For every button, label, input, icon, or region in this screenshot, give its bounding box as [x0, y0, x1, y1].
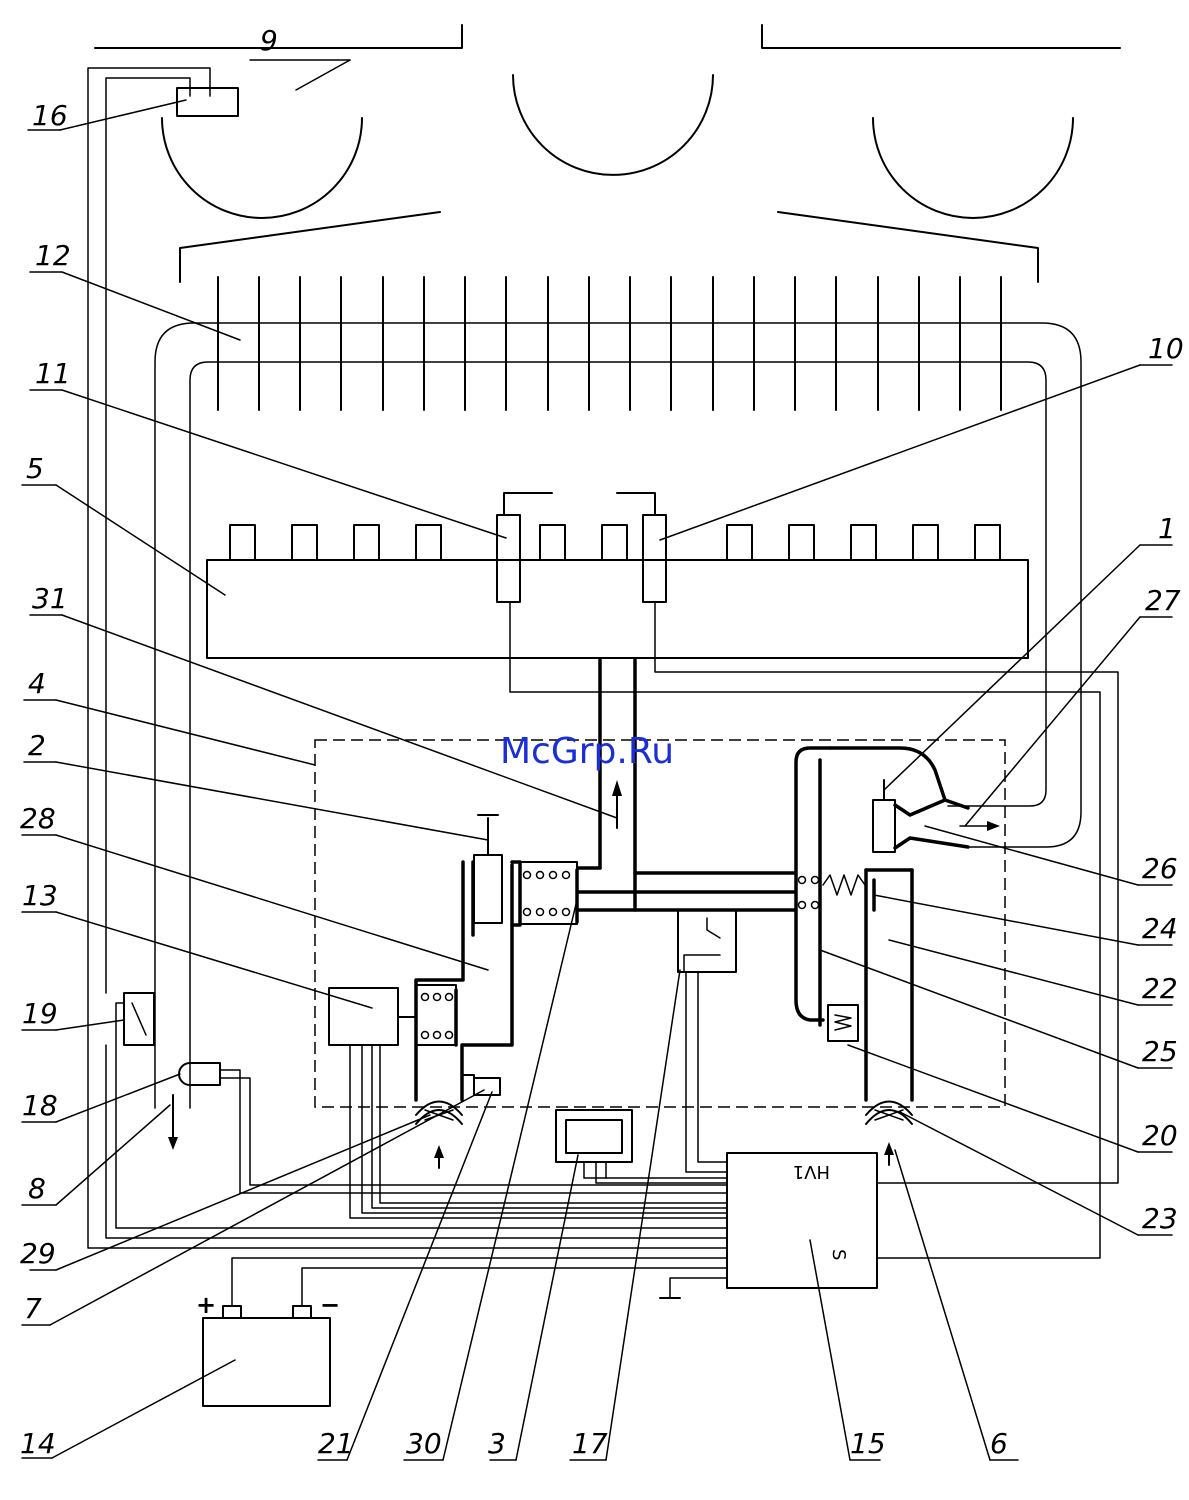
callout-20: 20: [1142, 1119, 1178, 1152]
main-controller: HV1 S: [727, 1153, 877, 1288]
callout-9: 9: [260, 24, 278, 57]
main-burner: [207, 525, 1028, 658]
callout-19: 19: [22, 997, 58, 1030]
gas-valve: [416, 815, 577, 1168]
battery: + −: [196, 1291, 340, 1406]
callout-22: 22: [1142, 972, 1178, 1005]
callout-5: 5: [26, 452, 44, 485]
gas-pipe: [578, 660, 795, 910]
display-unit: [556, 1110, 632, 1162]
callout-17: 17: [572, 1427, 608, 1460]
callout-25: 25: [1142, 1035, 1178, 1068]
callout-27: 27: [1145, 584, 1181, 617]
controller-s-label: S: [828, 1249, 849, 1260]
callout-26: 26: [1142, 852, 1178, 885]
callout-2: 2: [28, 729, 46, 762]
callout-3: 3: [488, 1427, 506, 1460]
callout-11: 11: [35, 357, 71, 390]
water-unit: [796, 748, 1000, 1165]
callout-28: 28: [20, 802, 56, 835]
callout-14: 14: [20, 1427, 56, 1460]
callout-6: 6: [990, 1427, 1008, 1460]
battery-plus: +: [196, 1291, 216, 1319]
gas-block-boundary: [315, 740, 1005, 1107]
callout-18: 18: [22, 1089, 58, 1122]
callout-16: 16: [32, 99, 68, 132]
control-module: [329, 988, 398, 1045]
ignition-electrode: [497, 493, 552, 602]
controller-hv1-label: HV1: [793, 1161, 830, 1182]
pilot-sensor: [179, 1063, 220, 1085]
flame-sensor-electrode: [617, 493, 666, 602]
callout-1: 1: [1158, 512, 1176, 545]
overheat-sensor: [177, 88, 238, 116]
callout-15: 15: [850, 1427, 886, 1460]
draft-sensor: [124, 993, 154, 1045]
callout-21: 21: [318, 1427, 354, 1460]
callout-4: 4: [28, 667, 46, 700]
watermark: McGrp.Ru: [500, 731, 674, 772]
callout-29: 29: [20, 1237, 56, 1270]
callout-8: 8: [28, 1172, 46, 1205]
callout-12: 12: [35, 239, 71, 272]
callout-10: 10: [1148, 332, 1184, 365]
callout-24: 24: [1142, 912, 1178, 945]
callout-7: 7: [24, 1292, 42, 1325]
flue-hood: [95, 25, 1120, 282]
callout-30: 30: [406, 1427, 442, 1460]
callout-31: 31: [32, 582, 68, 615]
pressure-switch: [678, 910, 736, 972]
callout-13: 13: [22, 879, 58, 912]
callout-23: 23: [1142, 1202, 1178, 1235]
battery-minus: −: [320, 1291, 340, 1319]
